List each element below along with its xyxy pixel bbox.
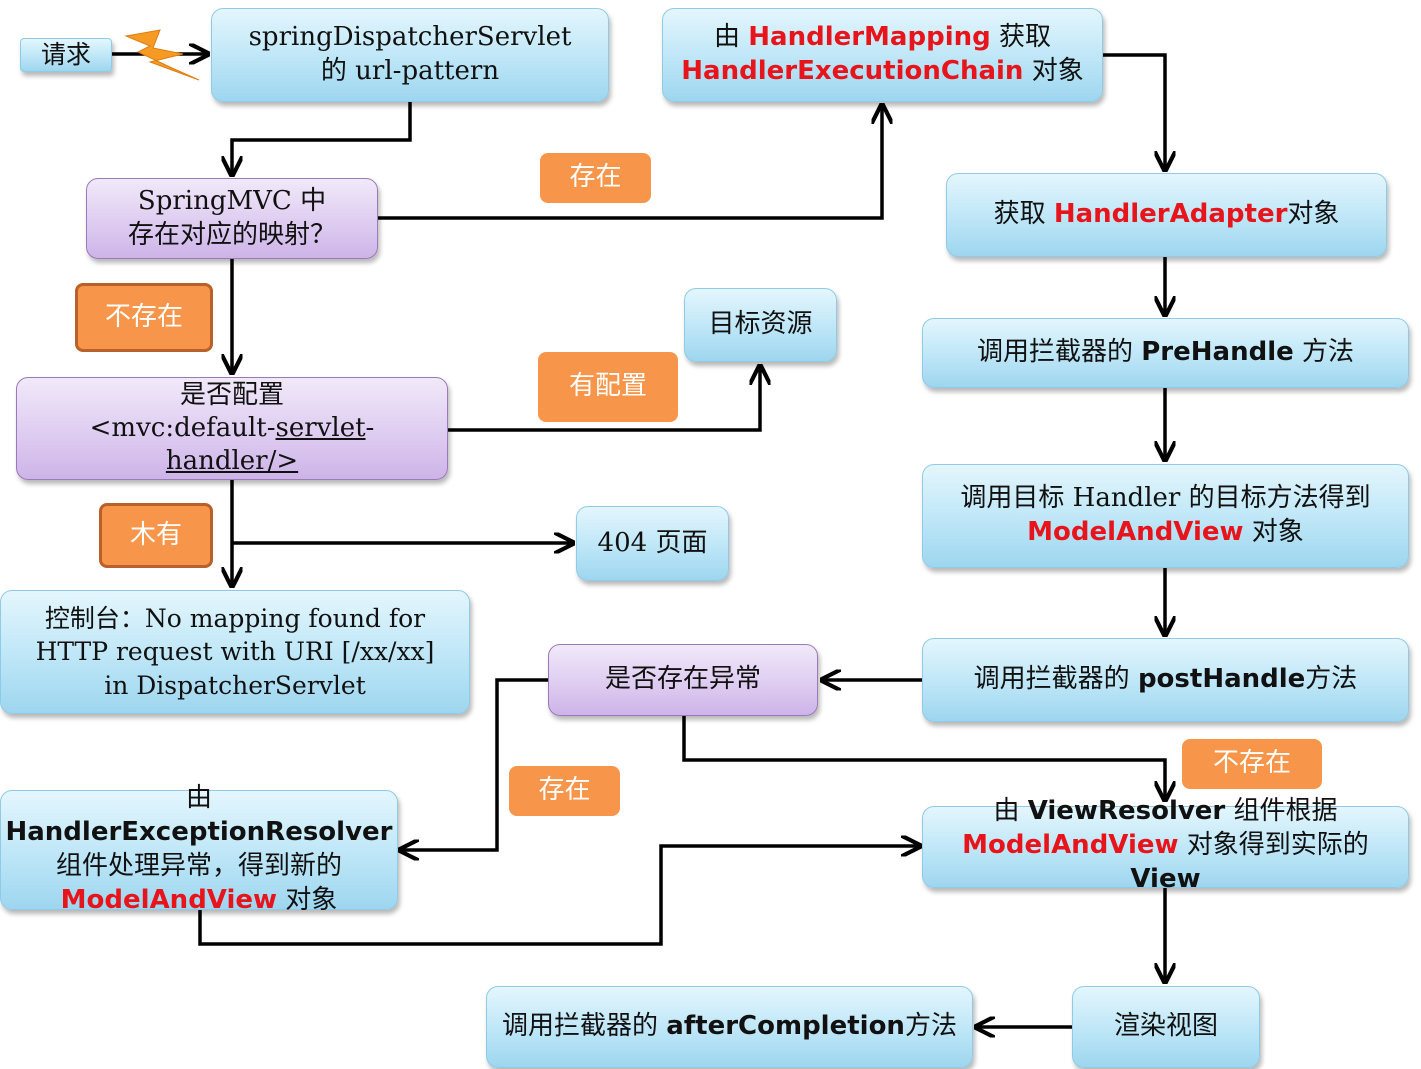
default-servlet-check-node: 是否配置 <mvc:default-servlet- handler/> (16, 377, 448, 480)
label-exists-top: 存在 (540, 153, 651, 203)
mapping-check-node: SpringMVC 中 存在对应的映射？ (86, 178, 378, 259)
default-check-line2-pre: <mvc:default- (89, 412, 276, 443)
arrow-dispatcher-to-mapping-check (232, 102, 412, 175)
posthandle-pre: 调用拦截器的 (973, 664, 1138, 695)
dispatcher-node: springDispatcherServlet 的 url-pattern (211, 8, 609, 102)
prehandle-method: PreHandle (1141, 337, 1294, 368)
view-resolver-class: ViewResolver (1027, 796, 1226, 826)
lightning-icon (124, 29, 200, 81)
invoke-handler-line2: ModelAndView 对象 (1027, 516, 1304, 550)
exception-check-node: 是否存在异常 (548, 644, 818, 716)
label-none: 木有 (99, 503, 213, 568)
exception-resolver-node: 由 HandlerExceptionResolver 组件处理异常，得到新的 M… (0, 783, 398, 915)
invoke-handler-line1: 调用目标 Handler 的目标方法得到 (960, 483, 1371, 514)
after-completion-post: 方法 (904, 1011, 957, 1042)
handler-adapter-node: 获取 HandlerAdapter对象 (946, 173, 1387, 257)
exception-resolver-line1: 由 HandlerExceptionResolver (1, 782, 397, 850)
arrow-exception-check-to-exception-resolver (400, 678, 548, 850)
label-not-exists-left: 不存在 (75, 283, 213, 352)
console-line3: in DispatcherServlet (104, 670, 366, 700)
default-check-line1: 是否配置 (179, 379, 284, 410)
label-exists-top-text: 存在 (569, 162, 622, 193)
posthandle-node: 调用拦截器的 postHandle方法 (922, 638, 1409, 722)
handler-mapping-line2: HandlerExecutionChain 对象 (681, 55, 1083, 89)
view-resolver-mid: 组件根据 (1225, 796, 1338, 826)
exception-resolver-pre: 由 (185, 783, 212, 814)
default-check-line2-ul: servlet (275, 412, 366, 443)
dispatcher-line2: 的 url-pattern (320, 56, 500, 86)
exception-resolver-line2: 组件处理异常，得到新的 (55, 851, 342, 881)
handler-mapping-class: HandlerMapping (748, 22, 991, 53)
prehandle-line: 调用拦截器的 PreHandle 方法 (977, 336, 1354, 370)
view-resolver-pre: 由 (993, 796, 1028, 826)
exception-check-text: 是否存在异常 (604, 664, 761, 695)
arrow-mapping-check-to-handler-mapping (378, 105, 882, 220)
arrow-exception-check-to-view-resolver (682, 716, 1165, 800)
posthandle-post: 方法 (1305, 664, 1358, 695)
exception-resolver-mav: ModelAndView (60, 884, 278, 915)
handler-mapping-pre: 由 (714, 22, 749, 53)
handler-adapter-pre: 获取 (993, 199, 1054, 230)
page-404-text: 404 页面 (597, 527, 708, 558)
mapping-check-line1: SpringMVC 中 (137, 185, 327, 216)
render-view-text: 渲染视图 (1113, 1011, 1218, 1042)
default-check-line3: handler/> (165, 446, 299, 477)
label-not-exists-right: 不存在 (1182, 739, 1322, 789)
prehandle-post: 方法 (1293, 337, 1354, 368)
after-completion-line: 调用拦截器的 afterCompletion方法 (502, 1010, 957, 1044)
prehandle-node: 调用拦截器的 PreHandle 方法 (922, 318, 1409, 388)
handler-mapping-node: 由 HandlerMapping 获取 HandlerExecutionChai… (662, 8, 1103, 102)
arrow-handler-mapping-to-adapter (1102, 53, 1165, 170)
label-not-exists-right-text: 不存在 (1212, 748, 1291, 779)
view-resolver-mav: ModelAndView (962, 829, 1179, 860)
label-exists-bottom: 存在 (509, 766, 620, 816)
exception-resolver-line3: ModelAndView 对象 (61, 884, 338, 918)
after-completion-node: 调用拦截器的 afterCompletion方法 (486, 986, 973, 1068)
request-text: 请求 (40, 39, 91, 69)
view-resolver-node: 由 ViewResolver 组件根据 ModelAndView 对象得到实际的… (922, 796, 1409, 894)
posthandle-method: postHandle (1137, 664, 1306, 695)
label-not-exists-left-text: 不存在 (104, 301, 183, 332)
invoke-handler-post: 对象 (1243, 517, 1304, 547)
view-resolver-post: 对象得到实际的 (1178, 829, 1369, 860)
label-none-text: 木有 (129, 519, 182, 550)
label-has-config-text: 有配置 (568, 371, 647, 402)
prehandle-pre: 调用拦截器的 (976, 337, 1142, 368)
view-resolver-line2: ModelAndView 对象得到实际的 (962, 829, 1369, 863)
handler-adapter-line: 获取 HandlerAdapter对象 (994, 198, 1340, 232)
console-node: 控制台：No mapping found for HTTP request wi… (0, 590, 470, 714)
console-line1: 控制台：No mapping found for (44, 604, 426, 634)
handler-adapter-class: HandlerAdapter (1053, 199, 1288, 230)
target-resource-text: 目标资源 (708, 309, 813, 340)
handler-mapping-line1: 由 HandlerMapping 获取 (714, 21, 1051, 55)
dispatcher-line1: springDispatcherServlet (248, 22, 572, 53)
label-has-config: 有配置 (538, 352, 678, 422)
arrow-exception-resolver-to-view-resolver (198, 846, 920, 946)
after-completion-pre: 调用拦截器的 (502, 1011, 667, 1042)
view-resolver-line3: View (1130, 863, 1201, 894)
page-404-node: 404 页面 (576, 506, 729, 581)
default-check-line2-post: - (365, 412, 375, 443)
arrow-default-check-to-target-resource (448, 366, 760, 432)
render-view-node: 渲染视图 (1072, 986, 1260, 1068)
invoke-handler-class: ModelAndView (1027, 517, 1244, 547)
execution-chain-class: HandlerExecutionChain (681, 56, 1024, 86)
mapping-check-line2: 存在对应的映射？ (127, 219, 336, 250)
target-resource-node: 目标资源 (684, 288, 837, 362)
default-check-line2: <mvc:default-servlet- (90, 412, 375, 445)
exception-resolver-class: HandlerExceptionResolver (5, 817, 393, 848)
posthandle-line: 调用拦截器的 postHandle方法 (974, 663, 1358, 697)
label-exists-bottom-text: 存在 (538, 775, 591, 806)
view-resolver-line1: 由 ViewResolver 组件根据 (993, 795, 1337, 829)
handler-mapping-mid: 获取 (990, 22, 1051, 53)
exception-resolver-post: 对象 (277, 884, 338, 915)
invoke-handler-node: 调用目标 Handler 的目标方法得到 ModelAndView 对象 (922, 464, 1409, 568)
handler-adapter-post: 对象 (1287, 199, 1340, 230)
request-label: 请求 (20, 38, 112, 72)
handler-mapping-post: 对象 (1023, 56, 1084, 86)
console-line2: HTTP request with URI [/xx/xx] (35, 637, 435, 667)
after-completion-method: afterCompletion (666, 1011, 905, 1042)
